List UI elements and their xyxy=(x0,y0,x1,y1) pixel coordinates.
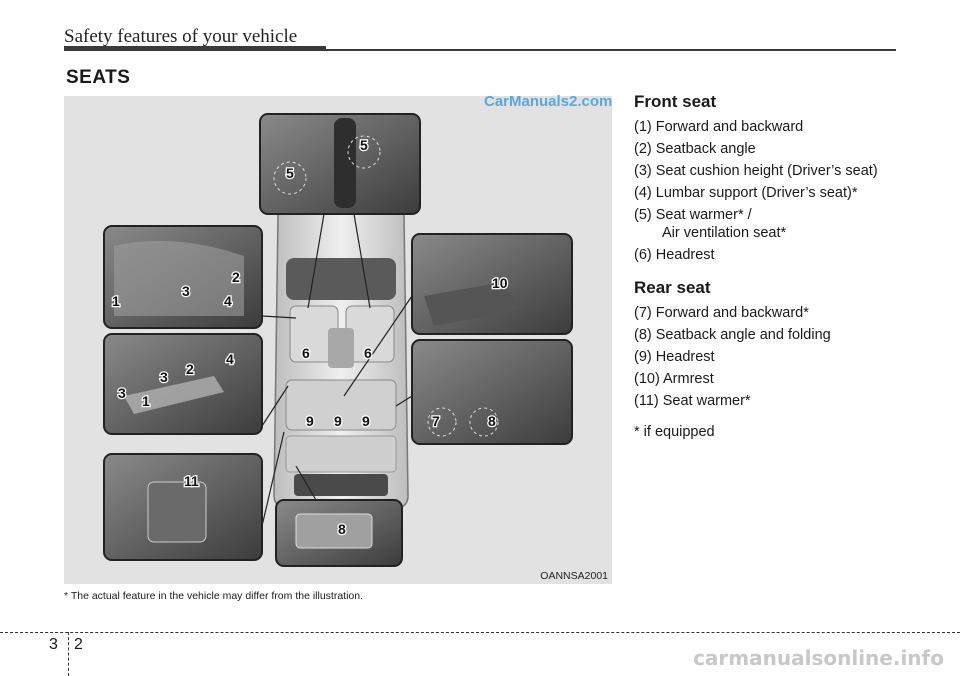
list-item: (3) Seat cushion height (Driver’s seat) xyxy=(634,163,878,179)
rear-armrest-panel xyxy=(411,233,573,335)
callout-3b: 3 xyxy=(160,369,168,385)
callout-2a: 2 xyxy=(232,269,240,285)
footer-vertical-divider xyxy=(68,632,69,676)
callout-5a: 5 xyxy=(360,137,368,153)
power-seat-switches-panel xyxy=(103,333,263,435)
list-item-continuation: Air ventilation seat* xyxy=(662,225,787,241)
text-column: Front seat (1) Forward and backward (2) … xyxy=(634,92,944,440)
callout-7: 7 xyxy=(432,413,440,429)
figure-note: * The actual feature in the vehicle may … xyxy=(64,590,364,602)
list-item: (11) Seat warmer* xyxy=(634,393,751,409)
page-number: 2 xyxy=(74,636,83,653)
car-top-view xyxy=(273,205,409,509)
list-item: (8) Seatback angle and folding xyxy=(634,327,831,343)
callout-9b: 9 xyxy=(334,413,342,429)
list-item-text: (5) Seat warmer* / xyxy=(634,207,752,223)
front-seat-list: (1) Forward and backward (2) Seatback an… xyxy=(634,118,944,264)
list-item: (9) Headrest xyxy=(634,349,715,365)
rear-seat-list: (7) Forward and backward* (8) Seatback a… xyxy=(634,304,944,410)
section-header: Safety features of your vehicle xyxy=(64,26,298,47)
callout-9a: 9 xyxy=(306,413,314,429)
figure-code: OANNSA2001 xyxy=(540,570,608,582)
callout-6a: 6 xyxy=(302,345,310,361)
site-watermark: CarManuals2.com xyxy=(484,93,613,110)
chapter-number: 3 xyxy=(49,636,58,653)
header-rule-thin xyxy=(326,49,896,51)
footnote: * if equipped xyxy=(634,424,715,440)
callout-2b: 2 xyxy=(186,361,194,377)
seat-illustration: 5 5 2 3 4 1 4 2 3 3 1 11 6 6 9 9 9 10 7 … xyxy=(64,96,612,584)
callout-8a: 8 xyxy=(488,413,496,429)
list-item: (2) Seatback angle xyxy=(634,141,756,157)
callout-labels: 5 5 2 3 4 1 4 2 3 3 1 11 6 6 9 9 9 10 7 … xyxy=(111,136,509,539)
rear-seatback-lever-panel xyxy=(275,499,403,567)
callout-3c: 3 xyxy=(118,385,126,401)
callout-9c: 9 xyxy=(362,413,370,429)
rear-seat-side-panel xyxy=(411,339,573,445)
callout-1a: 1 xyxy=(112,293,120,309)
front-seat-heading: Front seat xyxy=(634,92,717,111)
list-item: (7) Forward and backward* xyxy=(634,305,809,321)
list-item: (10) Armrest xyxy=(634,371,714,387)
list-item: (6) Headrest xyxy=(634,247,715,263)
callout-1b: 1 xyxy=(142,393,150,409)
seat-diagram: 5 5 2 3 4 1 4 2 3 3 1 11 6 6 9 9 9 10 7 … xyxy=(103,113,573,567)
list-item: (4) Lumbar support (Driver’s seat)* xyxy=(634,185,858,201)
callout-11: 11 xyxy=(184,473,199,489)
header-rule-thick xyxy=(64,46,326,51)
list-item: (5) Seat warmer* / Air ventilation seat* xyxy=(634,206,944,242)
footer-watermark: carmanualsonline.info xyxy=(693,646,944,670)
callout-4b: 4 xyxy=(226,351,234,367)
rear-seat-heading: Rear seat xyxy=(634,278,711,297)
callout-8b: 8 xyxy=(338,521,346,537)
rear-seat-warmer-panel xyxy=(103,453,263,561)
callout-6b: 6 xyxy=(364,345,372,361)
driver-seat-side-panel xyxy=(103,225,263,329)
callout-10: 10 xyxy=(492,275,508,291)
page-title: SEATS xyxy=(66,67,131,88)
callout-5b: 5 xyxy=(286,165,294,181)
callout-3a: 3 xyxy=(182,283,190,299)
console-panel xyxy=(259,113,421,215)
callout-4a: 4 xyxy=(224,293,232,309)
leader-lines xyxy=(261,213,413,527)
footer-divider xyxy=(0,632,960,633)
list-item: (1) Forward and backward xyxy=(634,119,804,135)
